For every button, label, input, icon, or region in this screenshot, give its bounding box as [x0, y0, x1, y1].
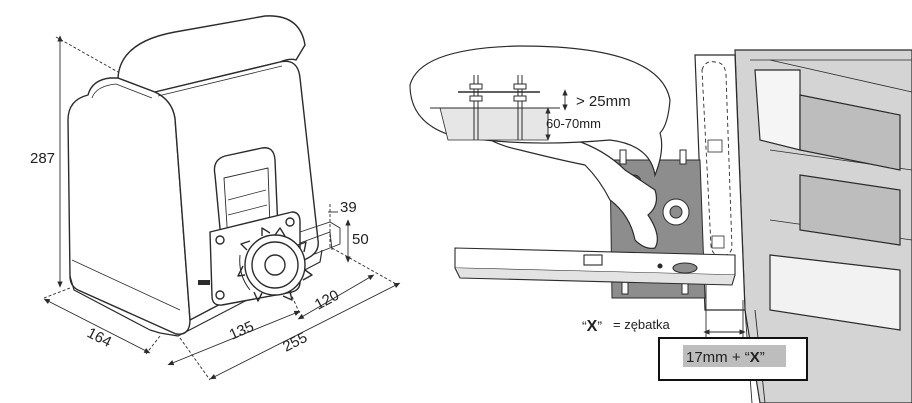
rack-beam: [454, 247, 736, 286]
rack-symbol: X: [587, 318, 598, 335]
dim-rack-thickness-label: 39: [340, 199, 357, 216]
anchor-depth-label: 60-70mm: [546, 116, 601, 131]
dim-pinion-offset-label: 135: [227, 318, 257, 344]
dim-rack-distance-label: 120: [312, 287, 342, 314]
gear-icon: [662, 198, 690, 226]
status-led-icon: [198, 280, 210, 285]
bolt-protrusion-label: > 25mm: [576, 93, 631, 110]
dim-line-width: [43, 298, 151, 354]
motor-top: [117, 15, 306, 93]
dim-line-rack-distance: [297, 274, 375, 320]
gap-formula-symbol: X: [750, 349, 760, 366]
motor-front-face: [67, 77, 191, 335]
svg-text:“X”: “X”: [582, 318, 602, 335]
gap-formula-prefix: 17mm +: [686, 349, 745, 366]
dim-height-label: 287: [30, 150, 55, 167]
rack-legend-text: = zębatka: [613, 317, 671, 332]
gap-formula-box: 17mm + “X”: [658, 337, 808, 381]
gate-structure: [694, 49, 912, 403]
dim-line-pinion-offset: [167, 310, 301, 366]
rack-legend: “X” = zębatka: [582, 317, 671, 335]
dim-depth-label: 255: [280, 329, 310, 356]
motor-drawing: [67, 15, 323, 337]
motor-base: [69, 249, 323, 337]
svg-text:17mm + “X”: 17mm + “X”: [686, 349, 765, 366]
gap-dimension: [703, 285, 746, 338]
dim-rack-height-label: 50: [352, 231, 369, 248]
anchor-bolts-icon: [469, 75, 527, 140]
anchor-callout: > 25mm 60-70mm: [409, 45, 671, 178]
dim-width-label: 164: [84, 324, 114, 351]
dimension-lines: [43, 35, 401, 381]
